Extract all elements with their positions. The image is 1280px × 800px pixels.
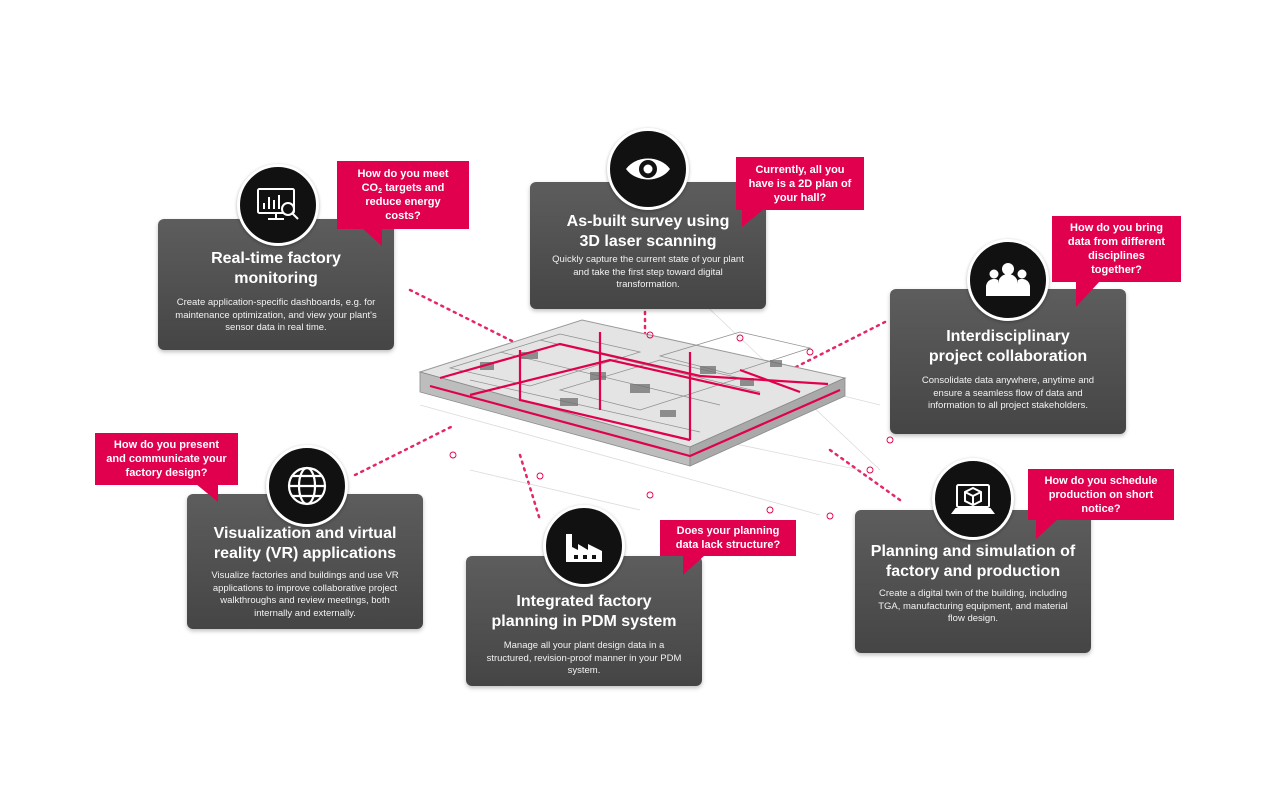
card-visualization-vr: Visualization and virtual reality (VR) a… [187,494,423,629]
card-description: Visualize factories and buildings and us… [211,570,399,619]
question-bubble-pdm: Does your planning data lack structure? [660,520,796,556]
bubble-text-post: targets and reduce energy costs? [365,182,445,222]
bubble-tail [1036,519,1058,539]
bubble-tail [1076,281,1100,307]
bubble-text-co: CO [361,182,379,194]
cube-laptop-icon [932,458,1014,540]
bubble-text: How do you meet [357,168,449,180]
card-description: Quickly capture the current state of you… [552,254,744,290]
card-title: Integrated factory planning in PDM syste… [491,593,677,630]
card-description: Consolidate data anywhere, anytime and e… [921,375,1095,411]
card-title: Interdisciplinary project collaboration [928,328,1088,365]
bubble-tail [683,555,705,575]
question-bubble-visualization: How do you present and communicate your … [95,433,238,485]
bubble-tail [742,209,764,227]
card-title: As-built survey using 3D laser scanning [566,213,730,250]
card-as-built-survey: As-built survey using 3D laser scanning … [530,182,766,309]
card-description: Create application-specific dashboards, … [175,297,377,333]
team-icon [967,239,1049,321]
monitor-dashboard-icon [237,164,319,246]
question-bubble-collaboration: How do you bring data from different dis… [1052,216,1181,282]
question-bubble-simulation: How do you schedule production on short … [1028,469,1174,520]
bubble-text-sub: 2 [378,188,383,195]
globe-icon [266,445,348,527]
factory-building [418,319,847,467]
question-bubble-survey: Currently, all you have is a 2D plan of … [736,157,864,210]
card-title: Planning and simulation of factory and p… [870,543,1076,580]
card-pdm-planning: Integrated factory planning in PDM syste… [466,556,702,686]
bubble-tail [362,228,382,246]
card-description: Manage all your plant design data in a s… [486,640,682,676]
card-description: Create a digital twin of the building, i… [878,588,1068,624]
card-title: Visualization and virtual reality (VR) a… [213,525,397,562]
card-title: Real-time factory monitoring [211,250,341,287]
eye-icon [607,128,689,210]
factory-icon [543,505,625,587]
bubble-tail [196,484,218,502]
